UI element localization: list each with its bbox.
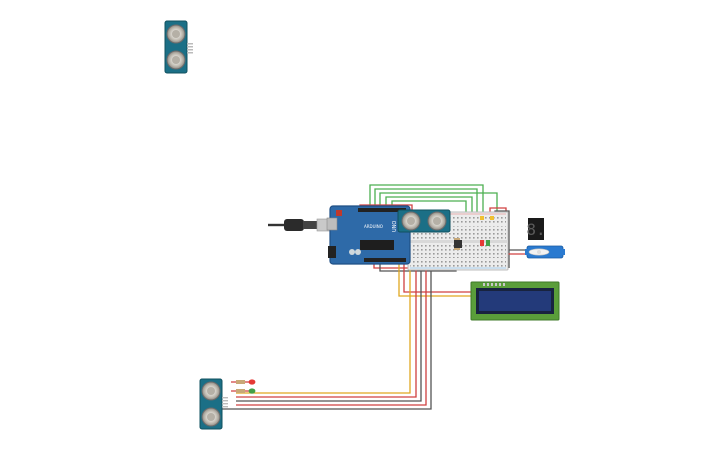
led-green-small (486, 240, 490, 246)
resistor (236, 389, 245, 393)
wire-red (236, 262, 427, 406)
led-red (248, 379, 256, 385)
resistor (236, 380, 245, 384)
wire-dark (222, 262, 432, 410)
board-model-label: UNO (392, 221, 398, 232)
wire-dark (236, 262, 422, 402)
led-indicators (231, 379, 256, 394)
wire-green (385, 196, 473, 215)
lcd-pins (483, 283, 505, 286)
wire-green (369, 184, 484, 215)
seven-segment-digit: 8. (526, 220, 545, 239)
wire-green (374, 188, 478, 215)
usb-cable[interactable] (268, 218, 334, 232)
lcd-display (470, 281, 560, 321)
servo-motor[interactable] (525, 245, 565, 259)
arduino-uno[interactable]: ARDUINO UNO (326, 205, 411, 265)
ultrasonic-sensor-bottom[interactable] (199, 378, 228, 430)
led-red-small (480, 240, 484, 246)
ultrasonic-sensor-board[interactable] (397, 209, 451, 233)
wire-green (379, 192, 498, 215)
sensor-pins (222, 397, 228, 408)
board-brand-label: ARDUINO (364, 224, 383, 229)
wire-red (236, 262, 417, 398)
wire-yellow (236, 262, 411, 394)
pushbutton[interactable] (454, 240, 462, 248)
led-green (248, 388, 256, 394)
seven-segment-display: 8. (526, 218, 546, 240)
wire-red (403, 262, 474, 293)
ultrasonic-sensor-top[interactable] (164, 20, 193, 74)
sensor-pins (187, 43, 193, 54)
